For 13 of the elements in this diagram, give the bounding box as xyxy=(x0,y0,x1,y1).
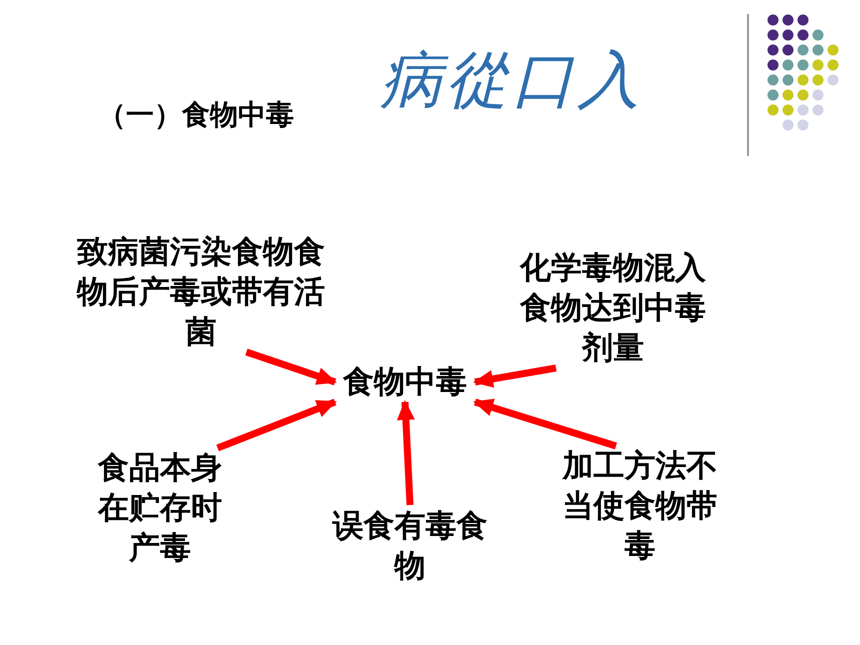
arrow xyxy=(216,398,337,452)
node-text: 食物中毒 xyxy=(343,363,467,402)
arrow xyxy=(473,364,557,388)
arrow xyxy=(245,348,337,386)
node-text: 误食有毒食物 xyxy=(331,507,488,586)
node-text: 化学毒物混入食物达到中毒剂量 xyxy=(518,249,707,368)
node-text: 致病菌污染食物食物后产毒或带有活菌 xyxy=(76,233,326,352)
section-heading: （一）食物中毒 xyxy=(98,97,294,133)
arrow xyxy=(396,400,415,506)
calligraphy-title: 病從口入 xyxy=(380,42,644,118)
node-text: 食品本身在贮存时产毒 xyxy=(96,449,223,568)
arrow xyxy=(473,398,618,450)
node-text: 加工方法不当使食物带毒 xyxy=(561,447,718,566)
